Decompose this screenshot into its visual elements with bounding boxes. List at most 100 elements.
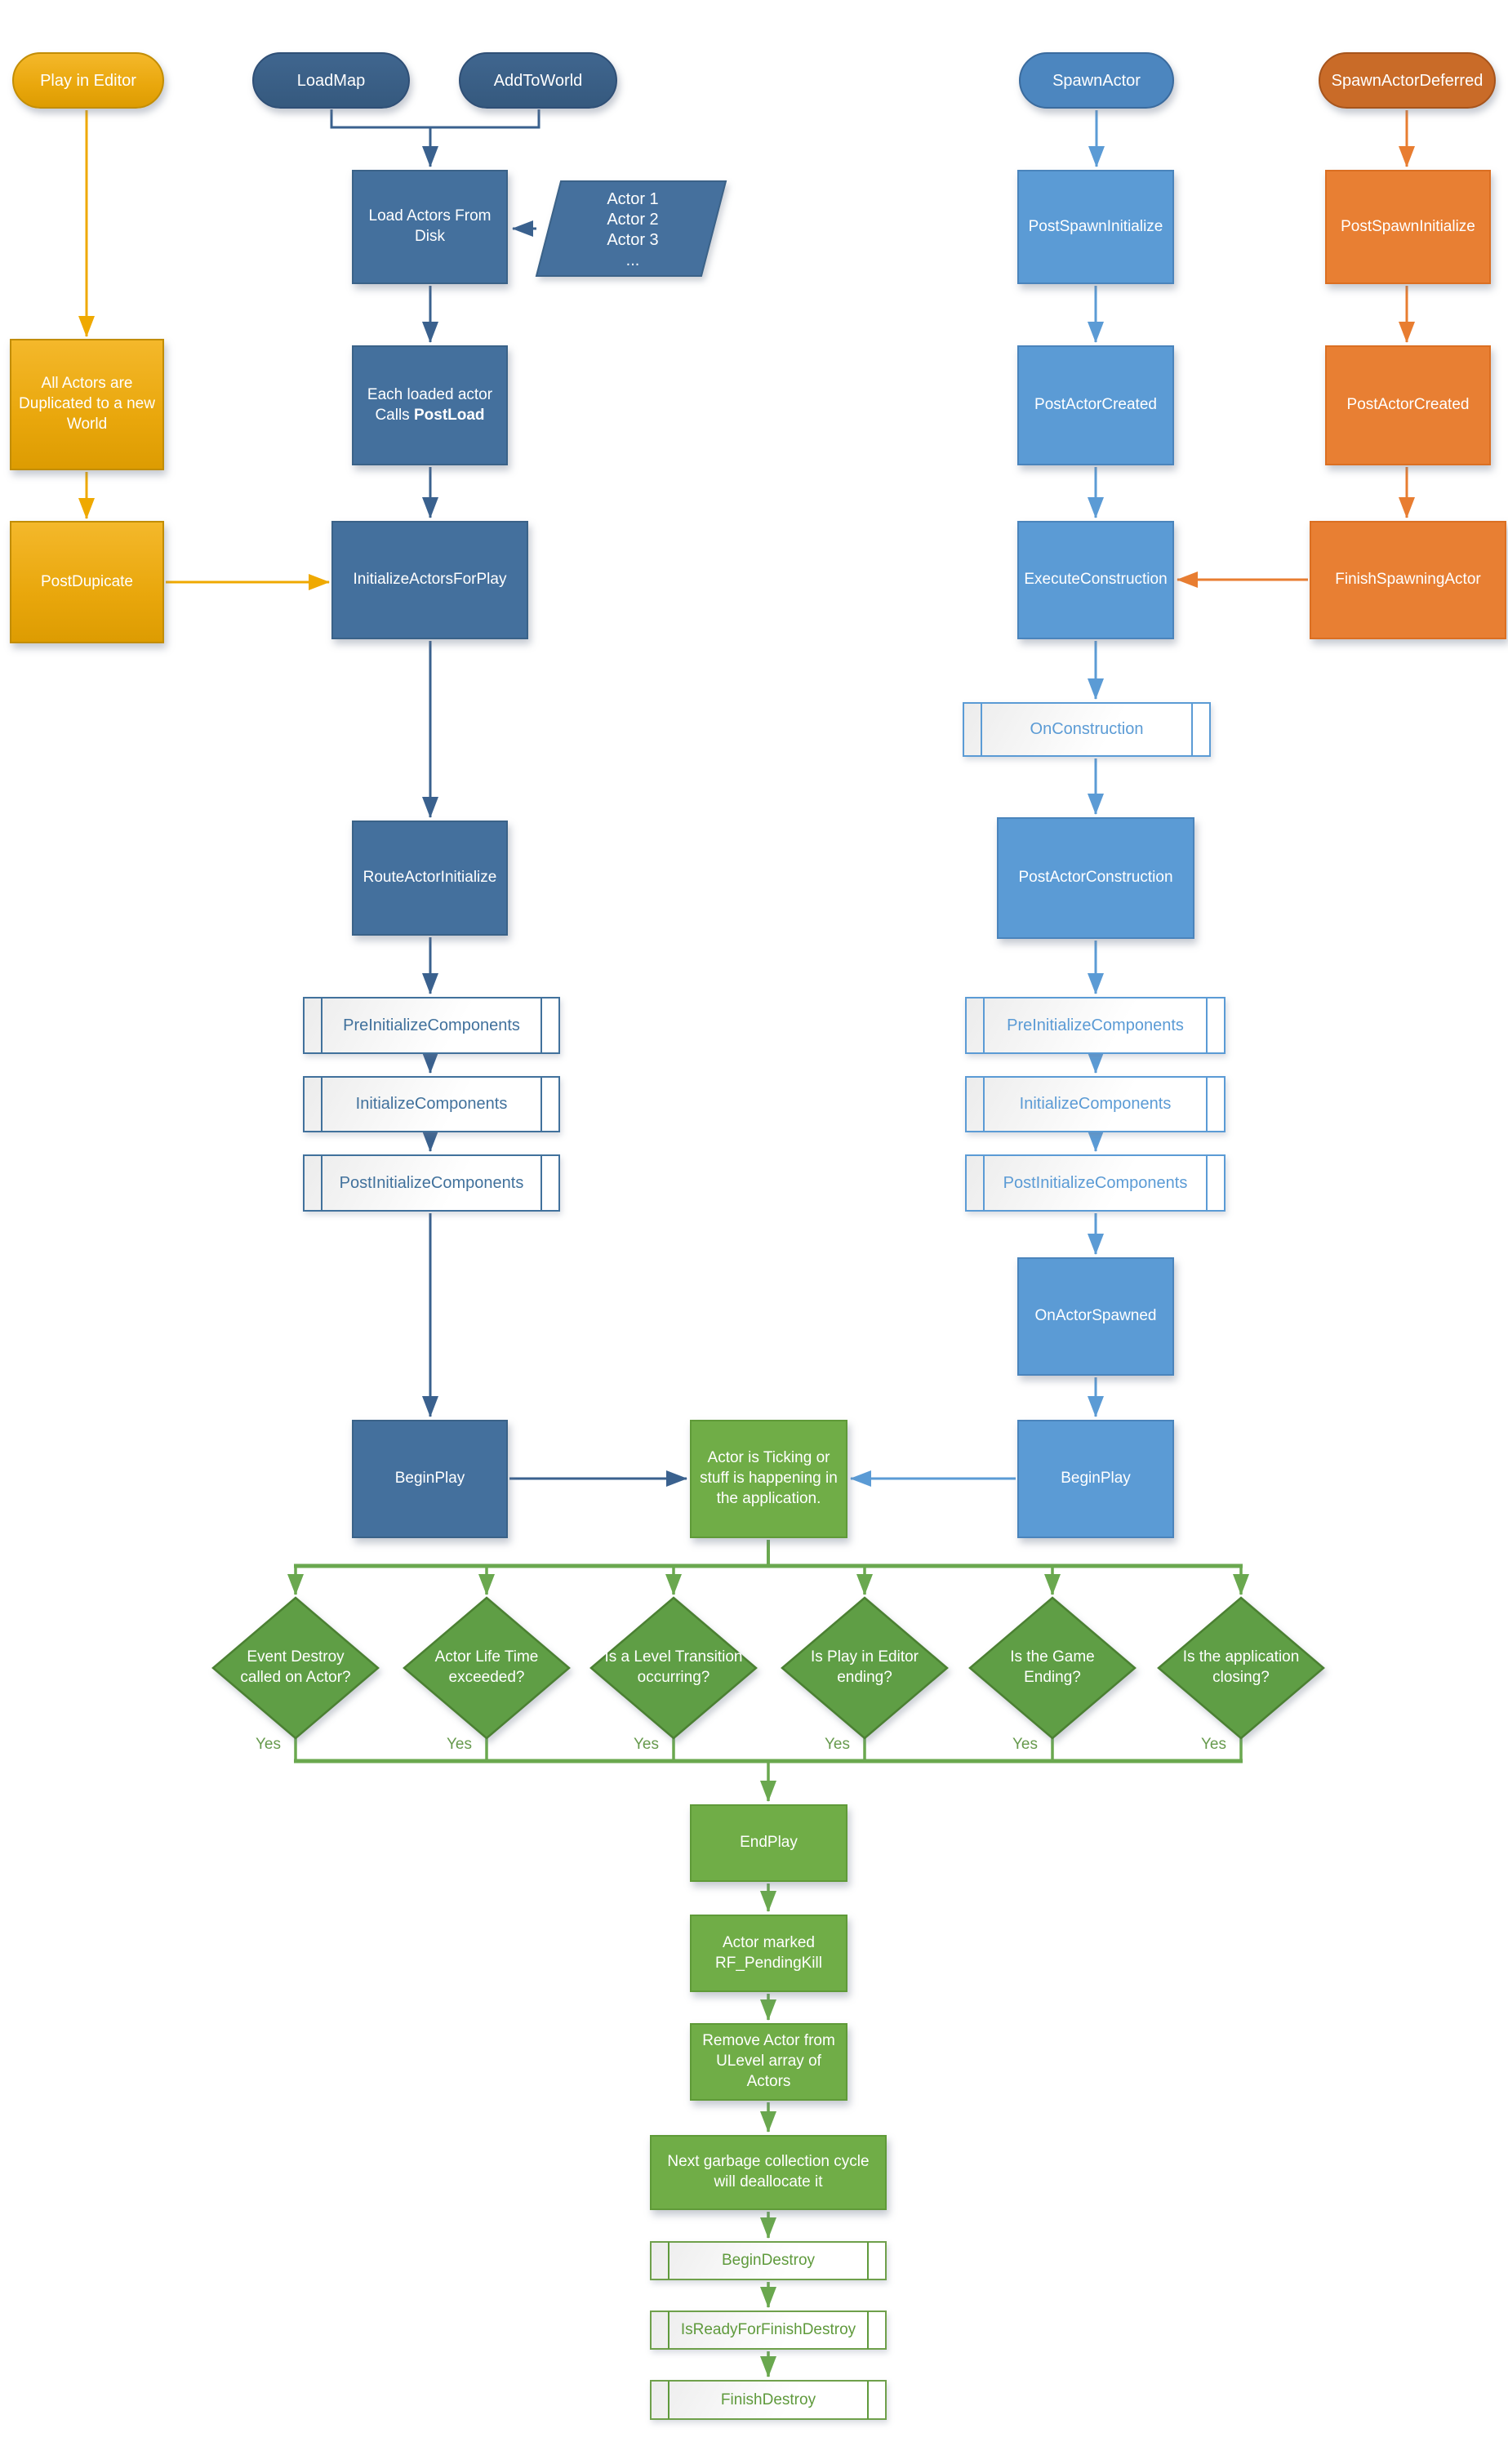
- decision-pie-ending-label: Is Play in Editor ending?: [811, 1648, 919, 1686]
- decision-diamonds: [211, 1596, 1325, 1740]
- post-dupicate-label: PostDupicate: [40, 572, 133, 590]
- pre-initialize-components-right-label: PreInitializeComponents: [1007, 1016, 1184, 1034]
- pre-initialize-components-right-subprocess: PreInitializeComponents: [965, 997, 1226, 1054]
- yes-label-game-ending: Yes: [1012, 1736, 1038, 1753]
- begin-play-left-box: BeginPlay: [352, 1420, 508, 1538]
- post-spawn-initialize-deferred-label: PostSpawnInitialize: [1341, 217, 1475, 235]
- end-play-label: EndPlay: [740, 1834, 798, 1852]
- remove-actor-from-ulevel-label: Remove Actor from ULevel array of Actors: [702, 2032, 835, 2090]
- post-dupicate-box: PostDupicate: [10, 521, 164, 643]
- gold-connectors: [78, 110, 330, 590]
- on-construction-subprocess: OnConstruction: [963, 702, 1211, 757]
- finish-destroy-subprocess: FinishDestroy: [650, 2380, 887, 2420]
- initialize-components-right-label: InitializeComponents: [1019, 1095, 1172, 1113]
- decision-life-time-diamond: [403, 1596, 571, 1740]
- finish-spawning-actor-label: FinishSpawningActor: [1335, 571, 1481, 589]
- initialize-components-left-subprocess: InitializeComponents: [303, 1076, 560, 1132]
- each-loaded-actor-box: Each loaded actor Calls PostLoad: [352, 345, 508, 465]
- yes-label-pie-ending: Yes: [825, 1736, 850, 1753]
- all-actors-duplicated-box: All Actors are Duplicated to a new World: [10, 339, 164, 470]
- post-actor-created-deferred-label: PostActorCreated: [1346, 396, 1470, 414]
- initialize-actors-for-play-box: InitializeActorsForPlay: [331, 521, 528, 639]
- post-spawn-initialize-spawn-box: PostSpawnInitialize: [1017, 170, 1174, 284]
- initialize-components-left-label: InitializeComponents: [355, 1095, 508, 1113]
- load-map-terminator: LoadMap: [252, 52, 410, 109]
- orange-connectors: [1177, 110, 1415, 588]
- actor-ticking-box: Actor is Ticking or stuff is happening i…: [690, 1420, 847, 1538]
- post-actor-created-spawn-box: PostActorCreated: [1017, 345, 1174, 465]
- actor-list-parallelogram: [535, 180, 727, 277]
- spawn-actor-deferred-label: SpawnActorDeferred: [1331, 71, 1484, 90]
- yes-label-event-destroy: Yes: [256, 1736, 281, 1753]
- end-play-box: EndPlay: [690, 1804, 847, 1882]
- spawn-actor-deferred-terminator: SpawnActorDeferred: [1319, 52, 1496, 109]
- decision-life-time-label: Actor Life Time exceeded?: [434, 1648, 539, 1686]
- begin-destroy-subprocess: BeginDestroy: [650, 2241, 887, 2280]
- actor-list-text: Actor 1 Actor 2 Actor 3 ...: [572, 189, 694, 271]
- post-actor-created-deferred-box: PostActorCreated: [1325, 345, 1491, 465]
- next-garbage-collection-box: Next garbage collection cycle will deall…: [650, 2135, 887, 2210]
- each-loaded-actor-label: Each loaded actor Calls PostLoad: [367, 385, 492, 425]
- decision-level-transition-diamond: [589, 1596, 758, 1740]
- load-actors-from-disk-box: Load Actors From Disk: [352, 170, 508, 284]
- execute-construction-box: ExecuteConstruction: [1017, 521, 1174, 639]
- actor-list-line: Actor 1: [607, 190, 659, 208]
- each-loaded-actor-postload: PostLoad: [413, 406, 485, 424]
- load-actors-from-disk-label: Load Actors From Disk: [368, 207, 492, 245]
- on-actor-spawned-label: OnActorSpawned: [1034, 1307, 1157, 1325]
- is-ready-for-finish-destroy-label: IsReadyForFinishDestroy: [680, 2321, 856, 2338]
- post-actor-created-spawn-label: PostActorCreated: [1034, 396, 1157, 414]
- load-map-label: LoadMap: [296, 71, 366, 90]
- pre-initialize-components-left-subprocess: PreInitializeComponents: [303, 997, 560, 1054]
- on-actor-spawned-box: OnActorSpawned: [1017, 1257, 1174, 1376]
- initialize-components-right-subprocess: InitializeComponents: [965, 1076, 1226, 1132]
- yes-label-level-transition: Yes: [634, 1736, 659, 1753]
- begin-destroy-label: BeginDestroy: [721, 2252, 816, 2269]
- begin-play-right-box: BeginPlay: [1017, 1420, 1174, 1538]
- post-initialize-components-left-label: PostInitializeComponents: [339, 1173, 524, 1192]
- spawn-actor-label: SpawnActor: [1052, 71, 1141, 90]
- post-actor-construction-label: PostActorConstruction: [1018, 869, 1173, 887]
- add-to-world-label: AddToWorld: [493, 71, 583, 90]
- decision-app-closing-diamond: [1157, 1596, 1325, 1740]
- actor-list-line: ...: [625, 251, 640, 269]
- post-initialize-components-right-label: PostInitializeComponents: [1003, 1173, 1188, 1192]
- begin-play-left-label: BeginPlay: [394, 1470, 465, 1488]
- begin-play-right-label: BeginPlay: [1061, 1470, 1131, 1488]
- post-actor-construction-box: PostActorConstruction: [997, 817, 1194, 939]
- decision-level-transition-label: Is a Level Transition occurring?: [604, 1648, 743, 1686]
- decision-app-closing-label: Is the application closing?: [1182, 1648, 1300, 1686]
- post-initialize-components-right-subprocess: PostInitializeComponents: [965, 1154, 1226, 1212]
- actor-list-line: Actor 2: [607, 211, 659, 229]
- decision-event-destroy-label: Event Destroy called on Actor?: [240, 1648, 351, 1686]
- is-ready-for-finish-destroy-subprocess: IsReadyForFinishDestroy: [650, 2311, 887, 2350]
- on-construction-label: OnConstruction: [1030, 720, 1144, 738]
- initialize-actors-for-play-label: InitializeActorsForPlay: [353, 571, 507, 589]
- darkblue-connectors: [330, 109, 687, 1487]
- each-loaded-actor-line2: Calls: [375, 406, 414, 424]
- post-initialize-components-left-subprocess: PostInitializeComponents: [303, 1154, 560, 1212]
- actor-marked-pending-kill-box: Actor marked RF_PendingKill: [690, 1915, 847, 1992]
- remove-actor-from-ulevel-box: Remove Actor from ULevel array of Actors: [690, 2023, 847, 2101]
- yes-label-life-time: Yes: [447, 1736, 472, 1753]
- pre-initialize-components-left-label: PreInitializeComponents: [343, 1016, 520, 1034]
- post-spawn-initialize-deferred-box: PostSpawnInitialize: [1325, 170, 1491, 284]
- finish-destroy-label: FinishDestroy: [720, 2391, 816, 2408]
- actor-marked-pending-kill-label: Actor marked RF_PendingKill: [715, 1933, 822, 1972]
- play-in-editor-terminator: Play in Editor: [12, 52, 164, 109]
- actor-ticking-label: Actor is Ticking or stuff is happening i…: [700, 1449, 838, 1507]
- finish-spawning-actor-box: FinishSpawningActor: [1310, 521, 1506, 639]
- lightblue-connectors: [850, 110, 1105, 1487]
- route-actor-initialize-box: RouteActorInitialize: [352, 821, 508, 936]
- green-connectors: [287, 1540, 1249, 2377]
- decision-game-ending-label: Is the Game Ending?: [1010, 1648, 1095, 1686]
- spawn-actor-terminator: SpawnActor: [1019, 52, 1174, 109]
- all-actors-duplicated-label: All Actors are Duplicated to a new World: [19, 375, 155, 433]
- decision-game-ending-diamond: [968, 1596, 1137, 1740]
- actor-list-line: Actor 3: [607, 231, 659, 249]
- route-actor-initialize-label: RouteActorInitialize: [363, 869, 497, 887]
- post-spawn-initialize-spawn-label: PostSpawnInitialize: [1028, 217, 1163, 235]
- decision-pie-ending-diamond: [781, 1596, 949, 1740]
